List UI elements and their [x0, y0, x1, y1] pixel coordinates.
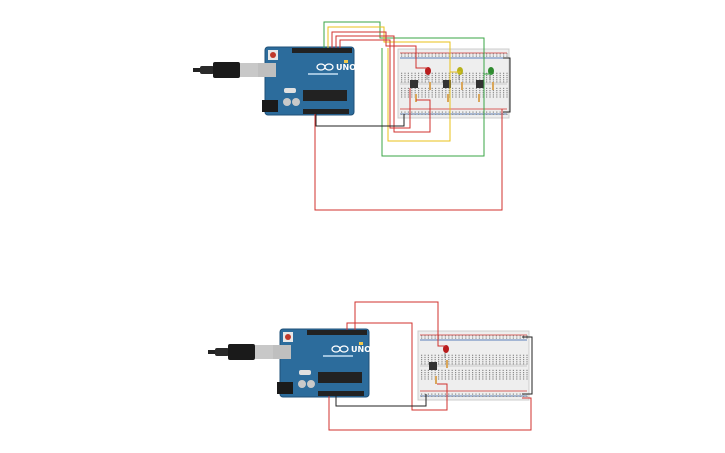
capacitor-bottom-2 [307, 380, 315, 388]
digital-header-bottom [307, 330, 367, 335]
wire-black-gnd-top[interactable] [315, 114, 405, 127]
capacitor-top-1 [283, 98, 291, 106]
resistor-top-4[interactable] [415, 94, 417, 102]
resistor-top-6[interactable] [478, 94, 480, 102]
wire-red-5v-bottom[interactable] [328, 396, 532, 431]
push-button-bottom[interactable] [429, 362, 437, 370]
wire-red-button-top[interactable] [335, 35, 431, 133]
wire-green-top[interactable] [323, 21, 492, 157]
arduino-uno-board-bottom[interactable]: UNO [273, 328, 371, 398]
led-red-top[interactable] [425, 67, 431, 80]
power-jack-top [262, 100, 278, 112]
digital-header-top [292, 48, 352, 53]
usb-port-bottom [273, 345, 291, 359]
analog-header-bottom [318, 391, 364, 396]
wire-red-5v-top[interactable] [314, 109, 503, 211]
circuit-top: UNO [193, 21, 511, 211]
wire-black-gnd-bottom[interactable] [335, 394, 427, 407]
wire-red-led-top[interactable] [331, 31, 428, 69]
arduino-infinity-icon [331, 345, 349, 353]
wire-red-2-top[interactable] [339, 39, 411, 129]
reset-button-bottom[interactable] [285, 334, 291, 340]
wires-top [314, 21, 511, 211]
resistor-bottom-2[interactable] [435, 376, 437, 384]
circuit-bottom: UNO [208, 301, 533, 431]
microcontroller-chip-bottom [318, 372, 362, 383]
resistor-top-1[interactable] [429, 82, 431, 90]
wire-black-rail-top[interactable] [503, 57, 511, 113]
capacitor-top-2 [292, 98, 300, 106]
crystal-top [284, 88, 296, 93]
resistor-bottom-1[interactable] [446, 360, 448, 368]
arduino-infinity-icon [316, 63, 334, 71]
wire-yellow-top[interactable] [327, 26, 461, 142]
resistor-top-5[interactable] [447, 94, 449, 102]
push-button-top-2[interactable] [443, 80, 451, 88]
capacitor-bottom-1 [298, 380, 306, 388]
power-jack-bottom [277, 382, 293, 394]
wire-red-led-bottom[interactable] [354, 301, 446, 347]
resistor-top-3[interactable] [492, 82, 494, 90]
crystal-bottom [299, 370, 311, 375]
wires-bottom [328, 301, 533, 431]
board-model-label-bottom: UNO [351, 345, 371, 354]
microcontroller-chip-top [303, 90, 347, 101]
wire-black-rail-bottom[interactable] [522, 336, 533, 395]
wire-red-button-bottom[interactable] [346, 322, 448, 411]
led-red-bottom[interactable] [443, 345, 449, 358]
push-button-top-1[interactable] [410, 80, 418, 88]
led-green-top[interactable] [488, 67, 494, 80]
analog-header-top [303, 109, 349, 114]
led-yellow-top[interactable] [457, 67, 463, 80]
reset-button-top[interactable] [270, 52, 276, 58]
push-button-top-3[interactable] [476, 80, 484, 88]
arduino-uno-board-top[interactable]: UNO [258, 46, 356, 116]
usb-port-top [258, 63, 276, 77]
resistor-top-2[interactable] [461, 82, 463, 90]
board-model-label-top: UNO [336, 63, 356, 72]
